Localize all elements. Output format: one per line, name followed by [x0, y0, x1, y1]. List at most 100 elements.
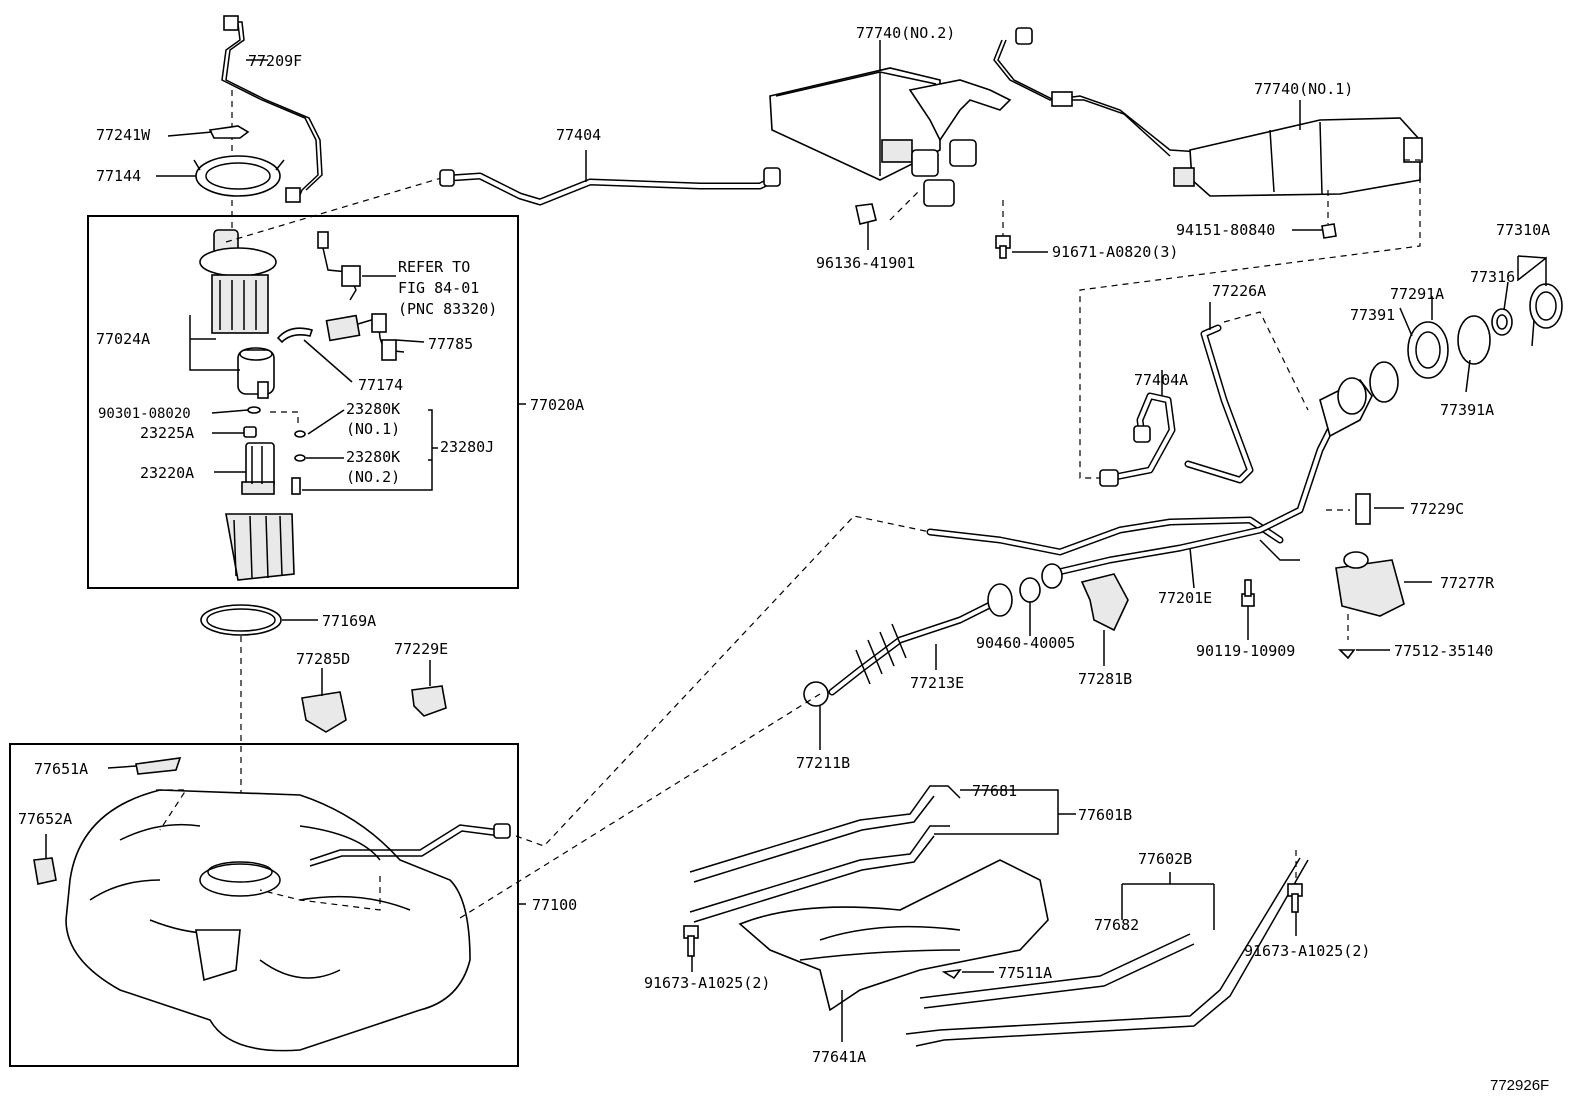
label-77174: 77174	[358, 376, 403, 394]
pad-77651a	[135, 757, 182, 775]
breather-tube-77226a	[1184, 324, 1254, 484]
pipe-end	[1041, 563, 1063, 589]
label-77681: 77681	[972, 782, 1017, 800]
gasket-77391a	[1457, 315, 1491, 365]
label-23280j: 23280J	[440, 438, 494, 456]
diagram-id-label: 772926F	[1490, 1077, 1549, 1094]
label-23280k-no1: 23280K	[346, 400, 400, 418]
label-77740-no2: 77740(NO.2)	[856, 24, 955, 42]
retainer-ring-77144	[193, 155, 285, 197]
label-23280k-no2-sub: (NO.2)	[346, 468, 400, 486]
label-77209f: 77209F	[248, 52, 302, 70]
fuel-tank-box	[9, 743, 519, 1067]
label-77144: 77144	[96, 167, 141, 185]
sender-gauge-77785	[317, 231, 405, 361]
label-77785: 77785	[428, 335, 473, 353]
label-77651a: 77651A	[34, 760, 88, 778]
label-77740-no1: 77740(NO.1)	[1254, 80, 1353, 98]
clip-77512	[1338, 649, 1356, 660]
label-77291a: 77291A	[1390, 285, 1444, 303]
label-77316: 77316	[1470, 268, 1515, 286]
refer-note-line2: FIG 84-01	[398, 279, 479, 297]
nut-94151	[1321, 223, 1337, 239]
label-77285d: 77285D	[296, 650, 350, 668]
label-77229e: 77229E	[394, 640, 448, 658]
gasket-77391	[1369, 361, 1399, 403]
label-77391: 77391	[1350, 306, 1395, 324]
pump-assembly-77024a	[199, 229, 277, 399]
label-77652a: 77652A	[18, 810, 72, 828]
label-77226a: 77226A	[1212, 282, 1266, 300]
bolt-91673-left	[683, 925, 699, 957]
label-77601b: 77601B	[1078, 806, 1132, 824]
sender-wire-77209f	[221, 15, 323, 203]
label-77310a: 77310A	[1496, 221, 1550, 239]
label-77511a: 77511A	[998, 964, 1052, 982]
gasket-77316	[1491, 308, 1513, 336]
label-23225a: 23225A	[140, 424, 194, 442]
clamp-90460	[1019, 577, 1041, 603]
refer-note-line1: REFER TO	[398, 258, 470, 276]
label-77641a: 77641A	[812, 1048, 866, 1066]
label-96136: 96136-41901	[816, 254, 915, 272]
bolt-91673-right	[1287, 883, 1303, 913]
bracket-77281b	[1080, 573, 1129, 632]
hose-77404	[439, 167, 781, 206]
label-77404: 77404	[556, 126, 601, 144]
vapor-wire	[993, 27, 1201, 157]
label-77277r: 77277R	[1440, 574, 1495, 592]
pressure-regulator	[291, 477, 301, 495]
clamp-77285d	[301, 691, 347, 733]
label-90460: 90460-40005	[976, 634, 1075, 652]
protector-77641a	[738, 859, 1049, 1012]
clip-77511a	[941, 968, 962, 980]
bolt-90119	[1241, 579, 1255, 607]
label-77602b: 77602B	[1138, 850, 1192, 868]
clamp-96136	[855, 203, 877, 225]
label-23280k-no1-sub: (NO.1)	[346, 420, 400, 438]
o-ring-no1	[294, 430, 306, 438]
fuel-cap-77310a	[1529, 283, 1563, 347]
o-ring-no2	[294, 454, 306, 462]
label-77404a: 77404A	[1134, 371, 1188, 389]
label-90301: 90301-08020	[98, 406, 191, 422]
label-77211b: 77211B	[796, 754, 850, 772]
o-ring-90301	[247, 406, 261, 414]
fuel-reservoir-cup	[225, 513, 295, 581]
pad-77652a	[33, 857, 57, 885]
label-94151: 94151-80840	[1176, 221, 1275, 239]
fuel-pump-23220a	[241, 442, 275, 495]
label-77100: 77100	[532, 896, 577, 914]
strap-77681	[689, 785, 961, 923]
label-77024a: 77024A	[96, 330, 150, 348]
label-91673-left: 91673-A1025(2)	[644, 974, 770, 992]
fuel-tank-77100	[65, 789, 511, 1052]
label-23220a: 23220A	[140, 464, 194, 482]
clip-77241w	[208, 125, 250, 139]
label-90119: 90119-10909	[1196, 642, 1295, 660]
protector-77277r	[1335, 559, 1405, 617]
filler-pipe-77201e	[926, 377, 1373, 578]
strap-77682	[905, 857, 1309, 1047]
label-77229c: 77229C	[1410, 500, 1464, 518]
label-91671: 91671-A0820(3)	[1052, 243, 1178, 261]
hose-77404a	[1099, 392, 1176, 487]
gasket-77174	[276, 327, 314, 344]
clamp-77229e	[411, 685, 447, 717]
refer-note-line3: (PNC 83320)	[398, 300, 497, 318]
gasket-77169a	[200, 604, 282, 636]
clamp-77229c	[1355, 493, 1371, 525]
label-77512: 77512-35140	[1394, 642, 1493, 660]
canister-77740-no1	[1173, 117, 1423, 197]
label-91673-right: 91673-A1025(2)	[1244, 942, 1370, 960]
canister-77740-no2	[769, 67, 1012, 207]
bolt-91671	[995, 235, 1011, 259]
label-77020a: 77020A	[530, 396, 584, 414]
filler-hose-77213e	[828, 583, 1013, 696]
label-23280k-no2: 23280K	[346, 448, 400, 466]
label-77391a: 77391A	[1440, 401, 1494, 419]
label-77201e: 77201E	[1158, 589, 1212, 607]
label-77213e: 77213E	[910, 674, 964, 692]
fuel-pump-assembly-box	[87, 215, 519, 589]
